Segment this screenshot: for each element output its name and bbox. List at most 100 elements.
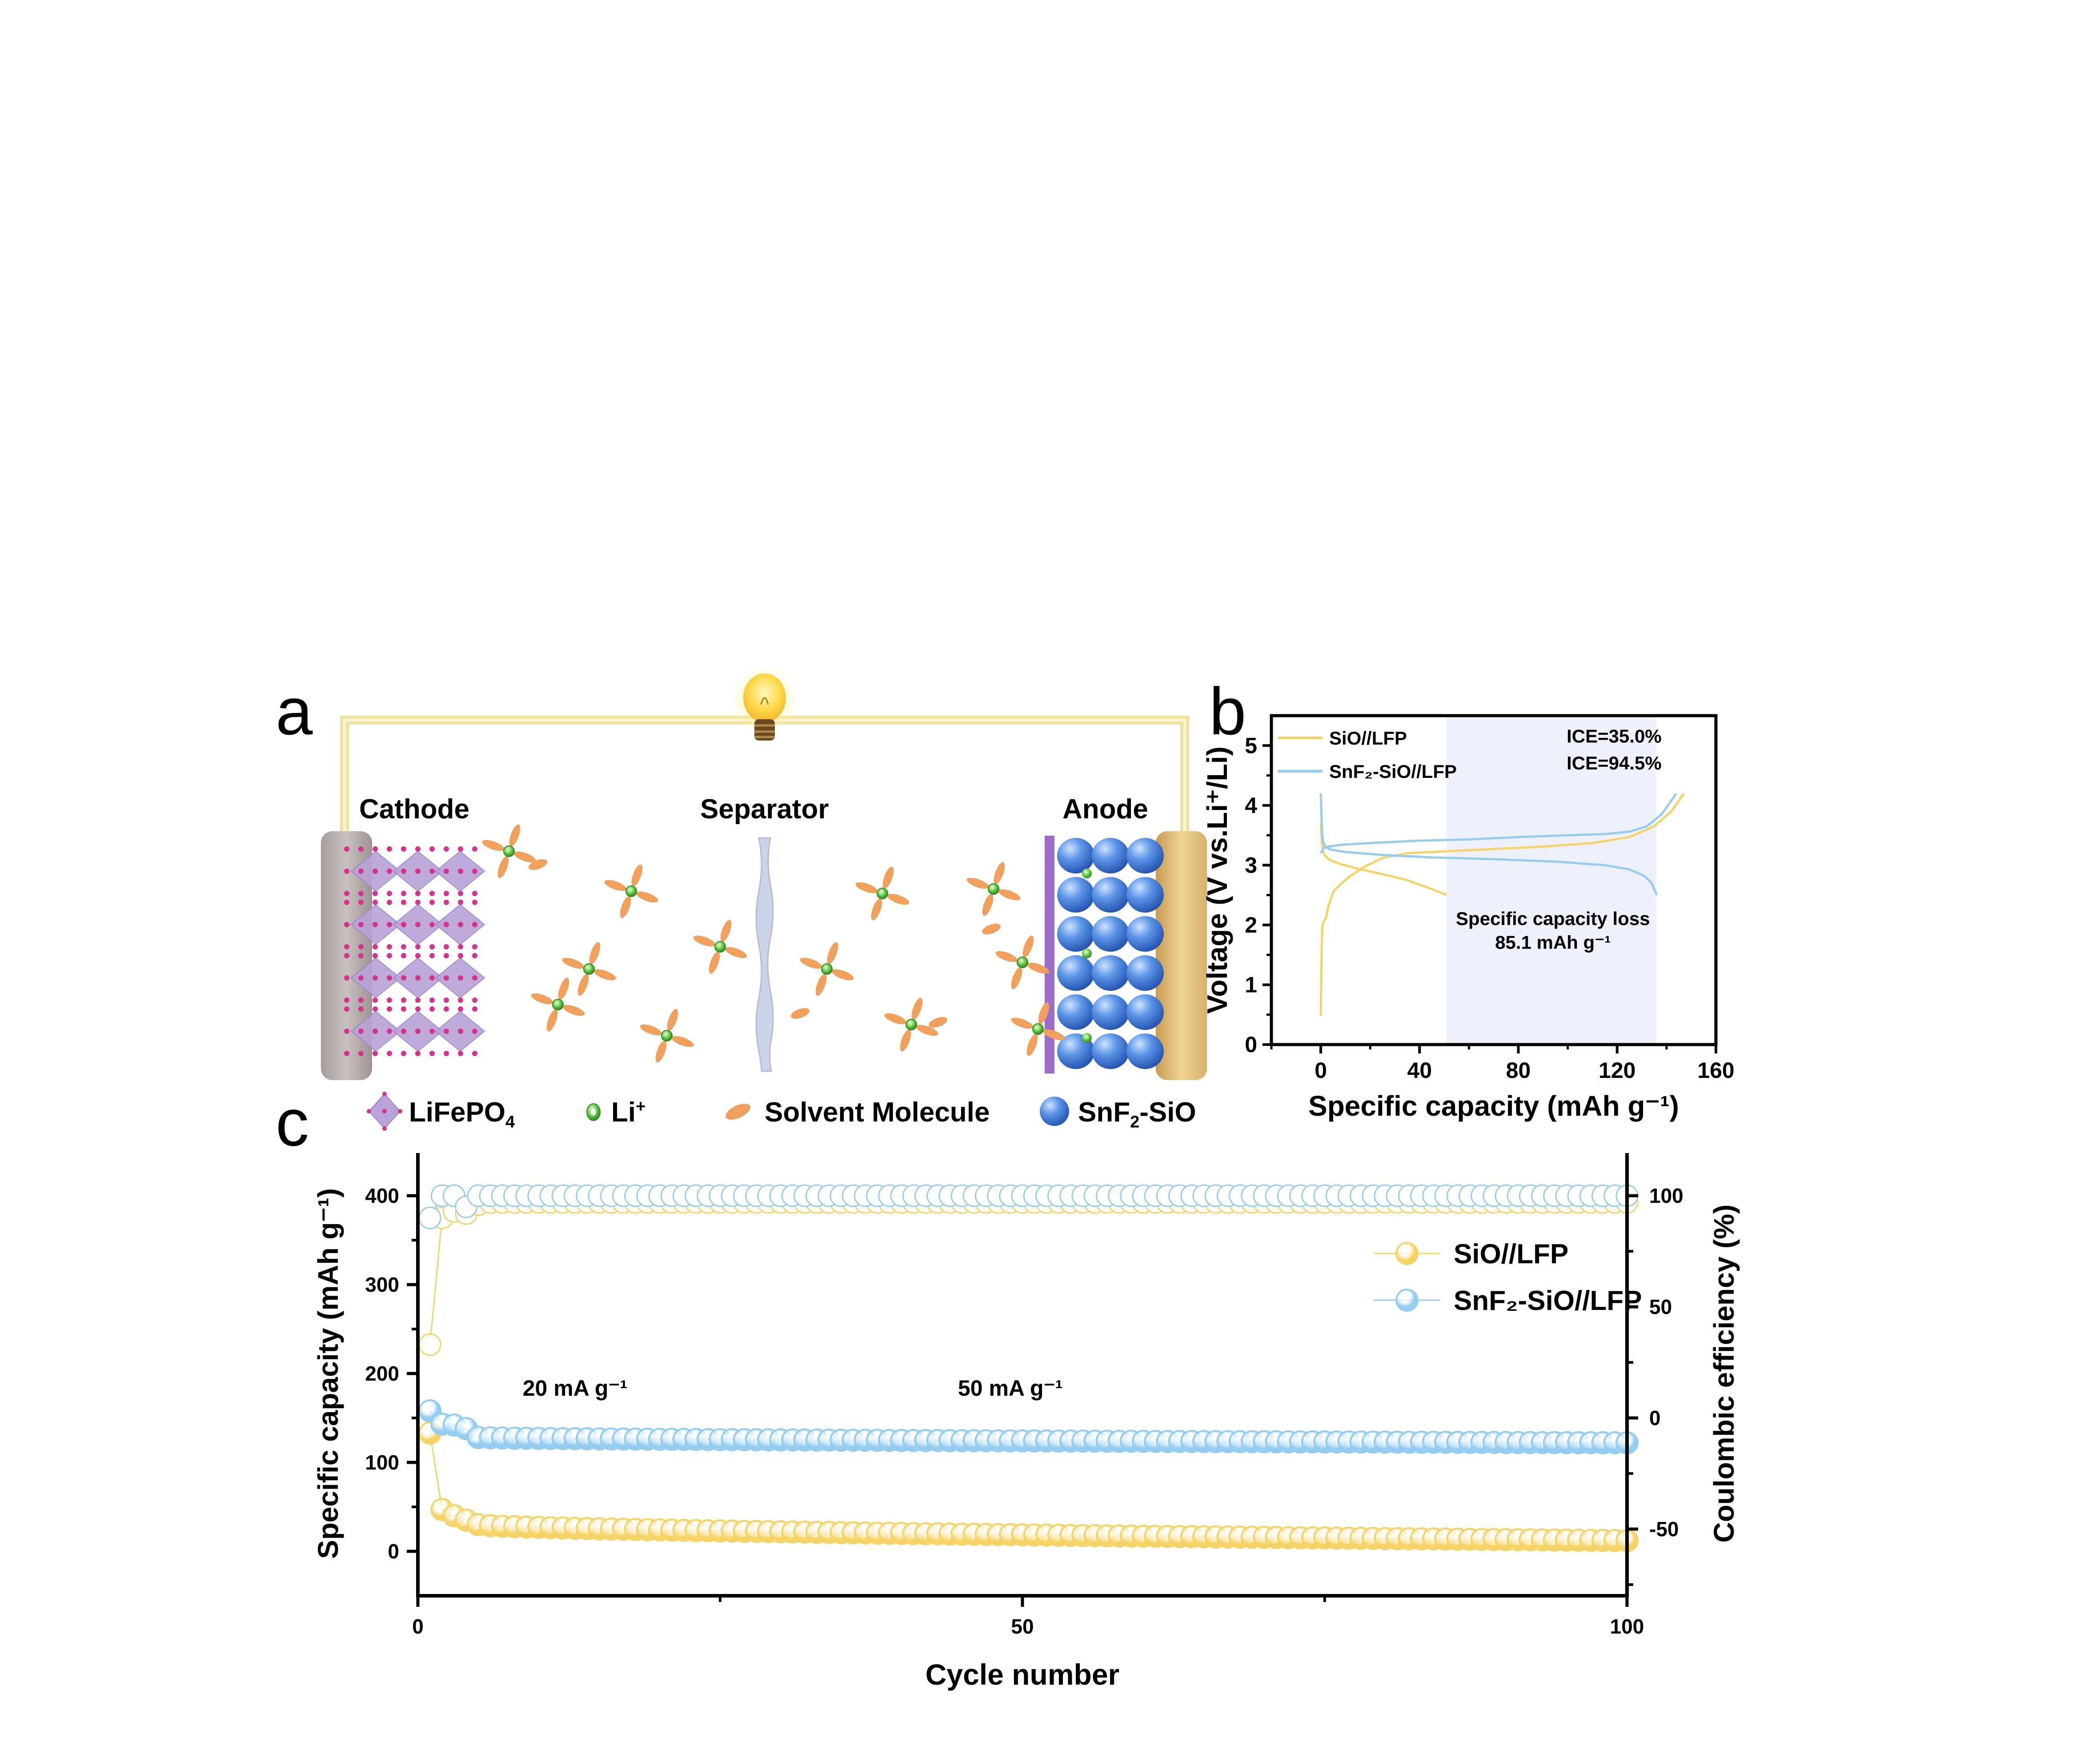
li-ion [1032,1023,1044,1035]
solvent-molecule [884,1013,906,1025]
lifepo4-atom [373,922,378,927]
snf2-sio-sphere [1092,994,1129,1030]
lifepo4-atom [387,997,392,1003]
lifepo4-atom [373,846,378,852]
y-left-tick-label: 0 [388,1540,399,1563]
lifepo4-atom [415,922,421,927]
y-axis-title: Voltage (V vs.Li⁺/Li) [1201,746,1233,1014]
lifepo4-atom [444,1006,449,1012]
solvated-li-ion [640,1009,694,1063]
lifepo4-atom [373,944,378,949]
lifepo4-atom [429,869,435,874]
series-0-charge-line [1319,793,1685,1016]
lifepo4-atom [429,1006,435,1012]
x-tick-label: 40 [1407,1058,1432,1083]
lifepo4-atom [415,1029,421,1034]
solvent-molecule [995,951,1018,962]
plot-frame [1270,714,1718,1046]
light-bulb-icon [729,665,800,741]
y-tick-label: 5 [1245,733,1257,758]
lifepo4-atom [429,953,435,958]
lifepo4-atom [458,846,463,852]
solvated-li-ion [1011,1002,1065,1056]
lifepo4-atom [472,1051,477,1056]
lifepo4-atom [444,944,449,949]
panel-b-label: b [1209,674,1246,749]
lifepo4-atom [458,997,463,1003]
solvent-molecule [631,864,643,886]
solvated-li-ion [482,824,536,878]
solvent-molecule [887,893,910,905]
lifepo4-atom [458,944,463,949]
lifepo4-atom [458,869,463,874]
snf2-sio-sphere [1126,955,1164,991]
snf2-sio-sphere [1092,877,1129,913]
lifepo4-atom [373,975,378,981]
lifepo4-atom [472,891,477,896]
solvated-li-ions [482,824,1065,1063]
solvent-molecule [604,880,626,891]
solvated-li-ion [604,864,658,918]
lifepo4-atom [429,922,435,927]
lifepo4-atom [458,1006,463,1012]
snf2-sio-sphere [1126,1033,1164,1069]
panel-c-label: c [276,1085,309,1160]
solvated-li-ion [800,942,854,996]
annotation: ICE=35.0% [1567,726,1662,747]
y-right-axis-title: Coulombic efficiency (%) [1708,1205,1740,1543]
lifepo4-layers [344,846,485,1056]
solvent-molecule [720,920,732,942]
solvated-li-ion [562,942,616,996]
solvent-molecule [558,977,569,1000]
lifepo4-atom [358,869,364,874]
lifepo4-atom [472,846,477,852]
lifepo4-atom [344,1051,349,1056]
snf2-sio-sphere [1126,916,1164,952]
li-ion [1082,1033,1092,1043]
lifepo4-atom [429,846,435,852]
lifepo4-atom [401,944,406,949]
lifepo4-layer [344,953,485,1003]
current-density-label: 20 mA g⁻¹ [523,1376,628,1401]
lifepo4-atom [344,900,349,905]
y-tick-label: 1 [1245,972,1257,997]
snf2-sio-particles [1057,838,1164,1069]
legend-label-0: SiO//LFP [1454,1239,1568,1269]
lifepo4-atom [387,975,392,981]
lifepo4-atom [401,922,406,927]
schematic-legend: LiFePO4 Li+ Solvent Molecule SnF2-SiO [365,1091,1254,1131]
lifepo4-atom [373,1006,378,1012]
solvent-molecule [815,974,827,996]
lifepo4-atom [429,944,435,949]
li-ion [988,883,999,895]
lifepo4-atom [415,975,421,981]
y-left-axis-title: Specific capacity (mAh g⁻¹) [312,1188,344,1559]
solvent-molecule [998,889,1021,901]
solvent-molecule [693,935,715,947]
y-right-tick-label: -50 [1649,1518,1679,1541]
li-ion [1082,869,1092,878]
lifepo4-atom [401,869,406,874]
x-tick-label: 0 [1315,1058,1327,1083]
lifepo4-atom [373,953,378,958]
lifepo4-atom [387,891,392,896]
legend-li-label: Li+ [611,1097,646,1128]
li-ion [877,888,888,899]
legend-snf2-sio-label: SnF2-SiO [1078,1097,1196,1132]
efficiency-line-0 [429,1201,1627,1345]
lifepo4-atom [472,869,477,874]
li-ion [625,885,637,897]
lifepo4-atom [472,953,477,958]
solvent-molecule [1022,935,1034,957]
lifepo4-atom [373,900,378,905]
solvent-molecule [1043,1029,1065,1041]
lifepo4-atom [415,1006,421,1012]
solvent-molecule [982,894,994,916]
lifepo4-atom [444,891,449,896]
y-left-tick-label: 100 [365,1451,399,1474]
x-axis-title: Cycle number [926,1658,1119,1691]
solvent-molecule [709,952,720,974]
lifepo4-layer [344,846,485,896]
separator-membrane [755,837,774,1072]
lifepo4-atom [387,953,392,958]
